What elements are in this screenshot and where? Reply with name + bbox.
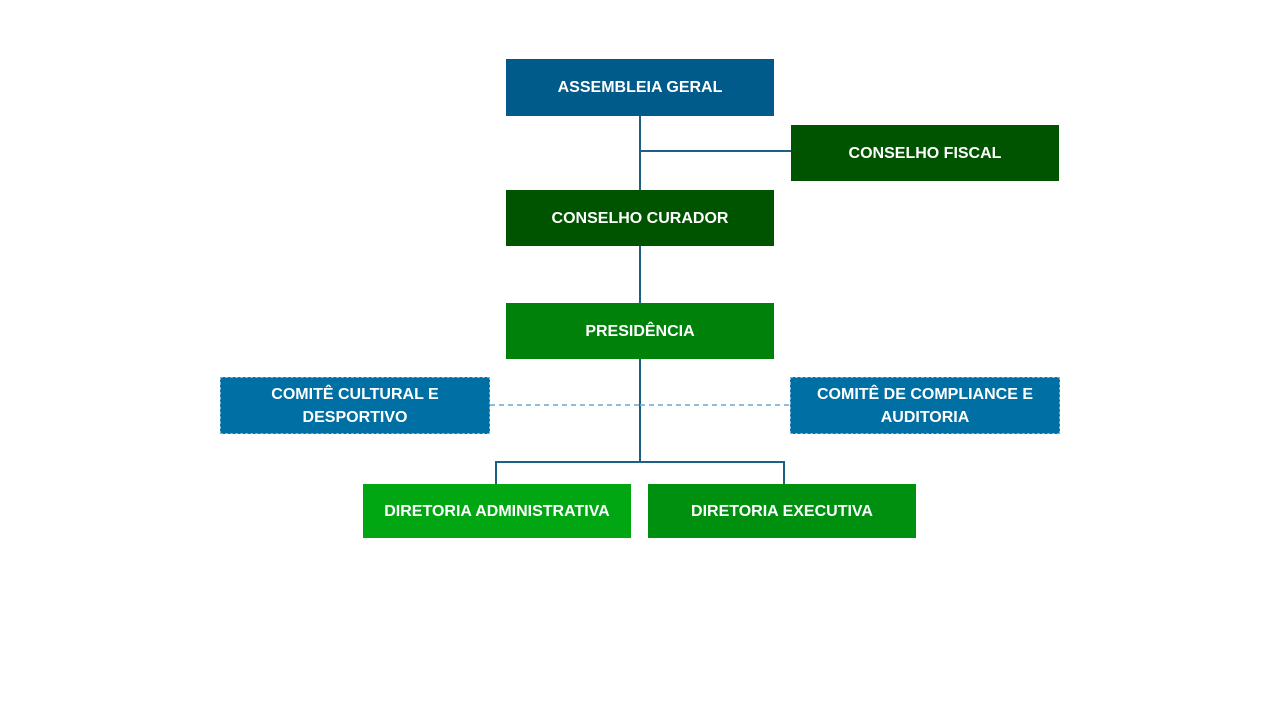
node-diretoria-executiva: DIRETORIA EXECUTIVA [648,484,916,538]
node-diretoria-administrativa: DIRETORIA ADMINISTRATIVA [363,484,631,538]
node-comite-cultural-desportivo: COMITÊ CULTURAL E DESPORTIVO [220,377,490,434]
node-conselho-fiscal: CONSELHO FISCAL [791,125,1059,181]
node-comite-compliance-auditoria: COMITÊ DE COMPLIANCE E AUDITORIA [790,377,1060,434]
node-conselho-curador: CONSELHO CURADOR [506,190,774,246]
node-presidencia: PRESIDÊNCIA [506,303,774,359]
node-assembleia-geral: ASSEMBLEIA GERAL [506,59,774,116]
